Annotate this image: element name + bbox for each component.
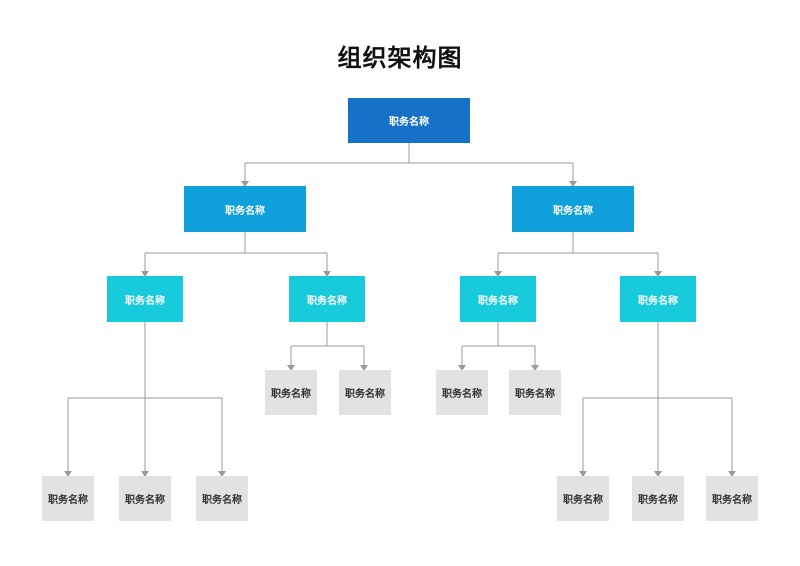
right-b-2-node-label: 职务名称 (638, 495, 678, 506)
left-a-node-label: 职务名称 (125, 295, 165, 307)
left-node-label: 职务名称 (225, 205, 265, 217)
right-a-node[interactable]: 职务名称 (460, 276, 536, 322)
root-node[interactable]: 职务名称 (348, 98, 470, 143)
left-b-1-node-label: 职务名称 (271, 389, 311, 400)
right-node[interactable]: 职务名称 (512, 186, 634, 232)
right-a-node-label: 职务名称 (478, 295, 518, 307)
right-b-node[interactable]: 职务名称 (620, 276, 696, 322)
right-a-1-node-label: 职务名称 (442, 389, 482, 400)
left-b-node-label: 职务名称 (307, 295, 347, 307)
left-a-node[interactable]: 职务名称 (107, 276, 183, 322)
left-a-1-node-label: 职务名称 (48, 495, 88, 506)
left-node[interactable]: 职务名称 (184, 186, 306, 232)
right-a-2-node[interactable]: 职务名称 (509, 370, 561, 415)
right-b-2-node[interactable]: 职务名称 (632, 476, 684, 521)
left-a-3-node[interactable]: 职务名称 (196, 476, 248, 521)
right-b-1-node-label: 职务名称 (563, 495, 603, 506)
right-b-1-node[interactable]: 职务名称 (557, 476, 609, 521)
right-a-2-node-label: 职务名称 (515, 389, 555, 400)
right-node-label: 职务名称 (553, 205, 593, 217)
left-b-2-node[interactable]: 职务名称 (339, 370, 391, 415)
right-b-3-node[interactable]: 职务名称 (706, 476, 758, 521)
right-b-3-node-label: 职务名称 (712, 495, 752, 506)
left-a-2-node[interactable]: 职务名称 (119, 476, 171, 521)
right-a-1-node[interactable]: 职务名称 (436, 370, 488, 415)
right-b-node-label: 职务名称 (638, 295, 678, 307)
left-a-2-node-label: 职务名称 (125, 495, 165, 506)
left-b-node[interactable]: 职务名称 (289, 276, 365, 322)
root-node-label: 职务名称 (389, 117, 429, 128)
left-a-1-node[interactable]: 职务名称 (42, 476, 94, 521)
left-a-3-node-label: 职务名称 (202, 495, 242, 506)
chart-title: 组织架构图 (337, 44, 463, 72)
left-b-1-node[interactable]: 职务名称 (265, 370, 317, 415)
left-b-2-node-label: 职务名称 (345, 389, 385, 400)
